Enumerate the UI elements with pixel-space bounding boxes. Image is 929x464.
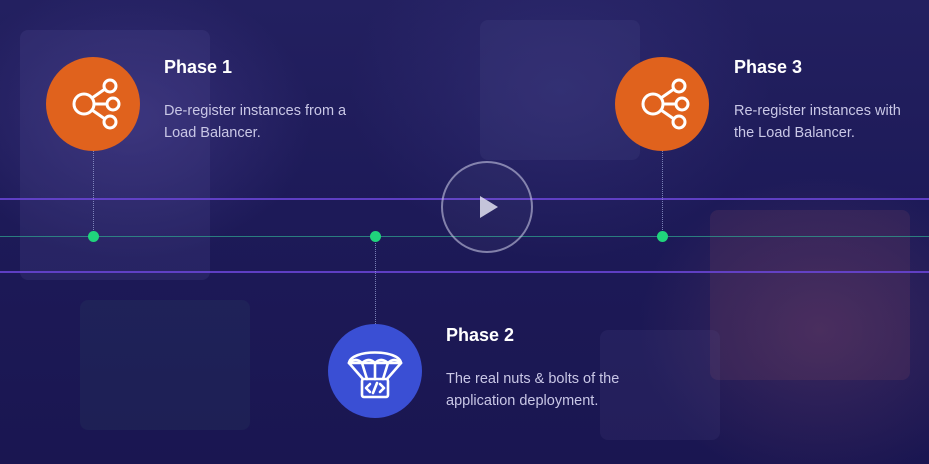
play-icon xyxy=(480,196,498,218)
phase-2-icon-circle xyxy=(328,324,422,418)
background-shape xyxy=(600,330,720,440)
phase-1-node[interactable] xyxy=(88,231,99,242)
phase-3-description-line: the Load Balancer. xyxy=(734,125,855,141)
phase-3-description-line: Re-register instances with xyxy=(734,103,901,119)
phase-3-icon-circle xyxy=(615,57,709,151)
video-play-button[interactable] xyxy=(441,161,533,253)
background-shape xyxy=(710,210,910,380)
parachute-code-icon xyxy=(347,351,403,399)
phase-2-title: Phase 2 xyxy=(446,325,515,345)
phase-2-node[interactable] xyxy=(370,231,381,242)
phase-3-title: Phase 3 xyxy=(734,57,803,77)
phase-1-description: De-register instances from a Load Balanc… xyxy=(164,100,346,144)
share-network-icon xyxy=(72,78,121,130)
phase-2-connector xyxy=(375,238,376,324)
phase-3-connector xyxy=(662,150,663,236)
phase-1-title: Phase 1 xyxy=(164,57,233,77)
background-shape xyxy=(480,20,640,160)
phase-2-description-line: The real nuts & bolts of the xyxy=(446,371,620,387)
phase-2-description-line: application deployment. xyxy=(446,393,599,409)
phase-2-description: The real nuts & bolts of the application… xyxy=(446,368,619,412)
background-shape xyxy=(80,300,250,430)
phase-1-connector xyxy=(93,150,94,236)
phase-1-icon-circle xyxy=(46,57,140,151)
phase-1-description-line: De-register instances from a xyxy=(164,103,347,119)
timeline-lower-line xyxy=(0,271,929,273)
phase-3-node[interactable] xyxy=(657,231,668,242)
phase-3-description: Re-register instances with the Load Bala… xyxy=(734,100,901,144)
share-network-icon xyxy=(641,78,690,130)
phase-1-description-line: Load Balancer. xyxy=(164,125,261,141)
